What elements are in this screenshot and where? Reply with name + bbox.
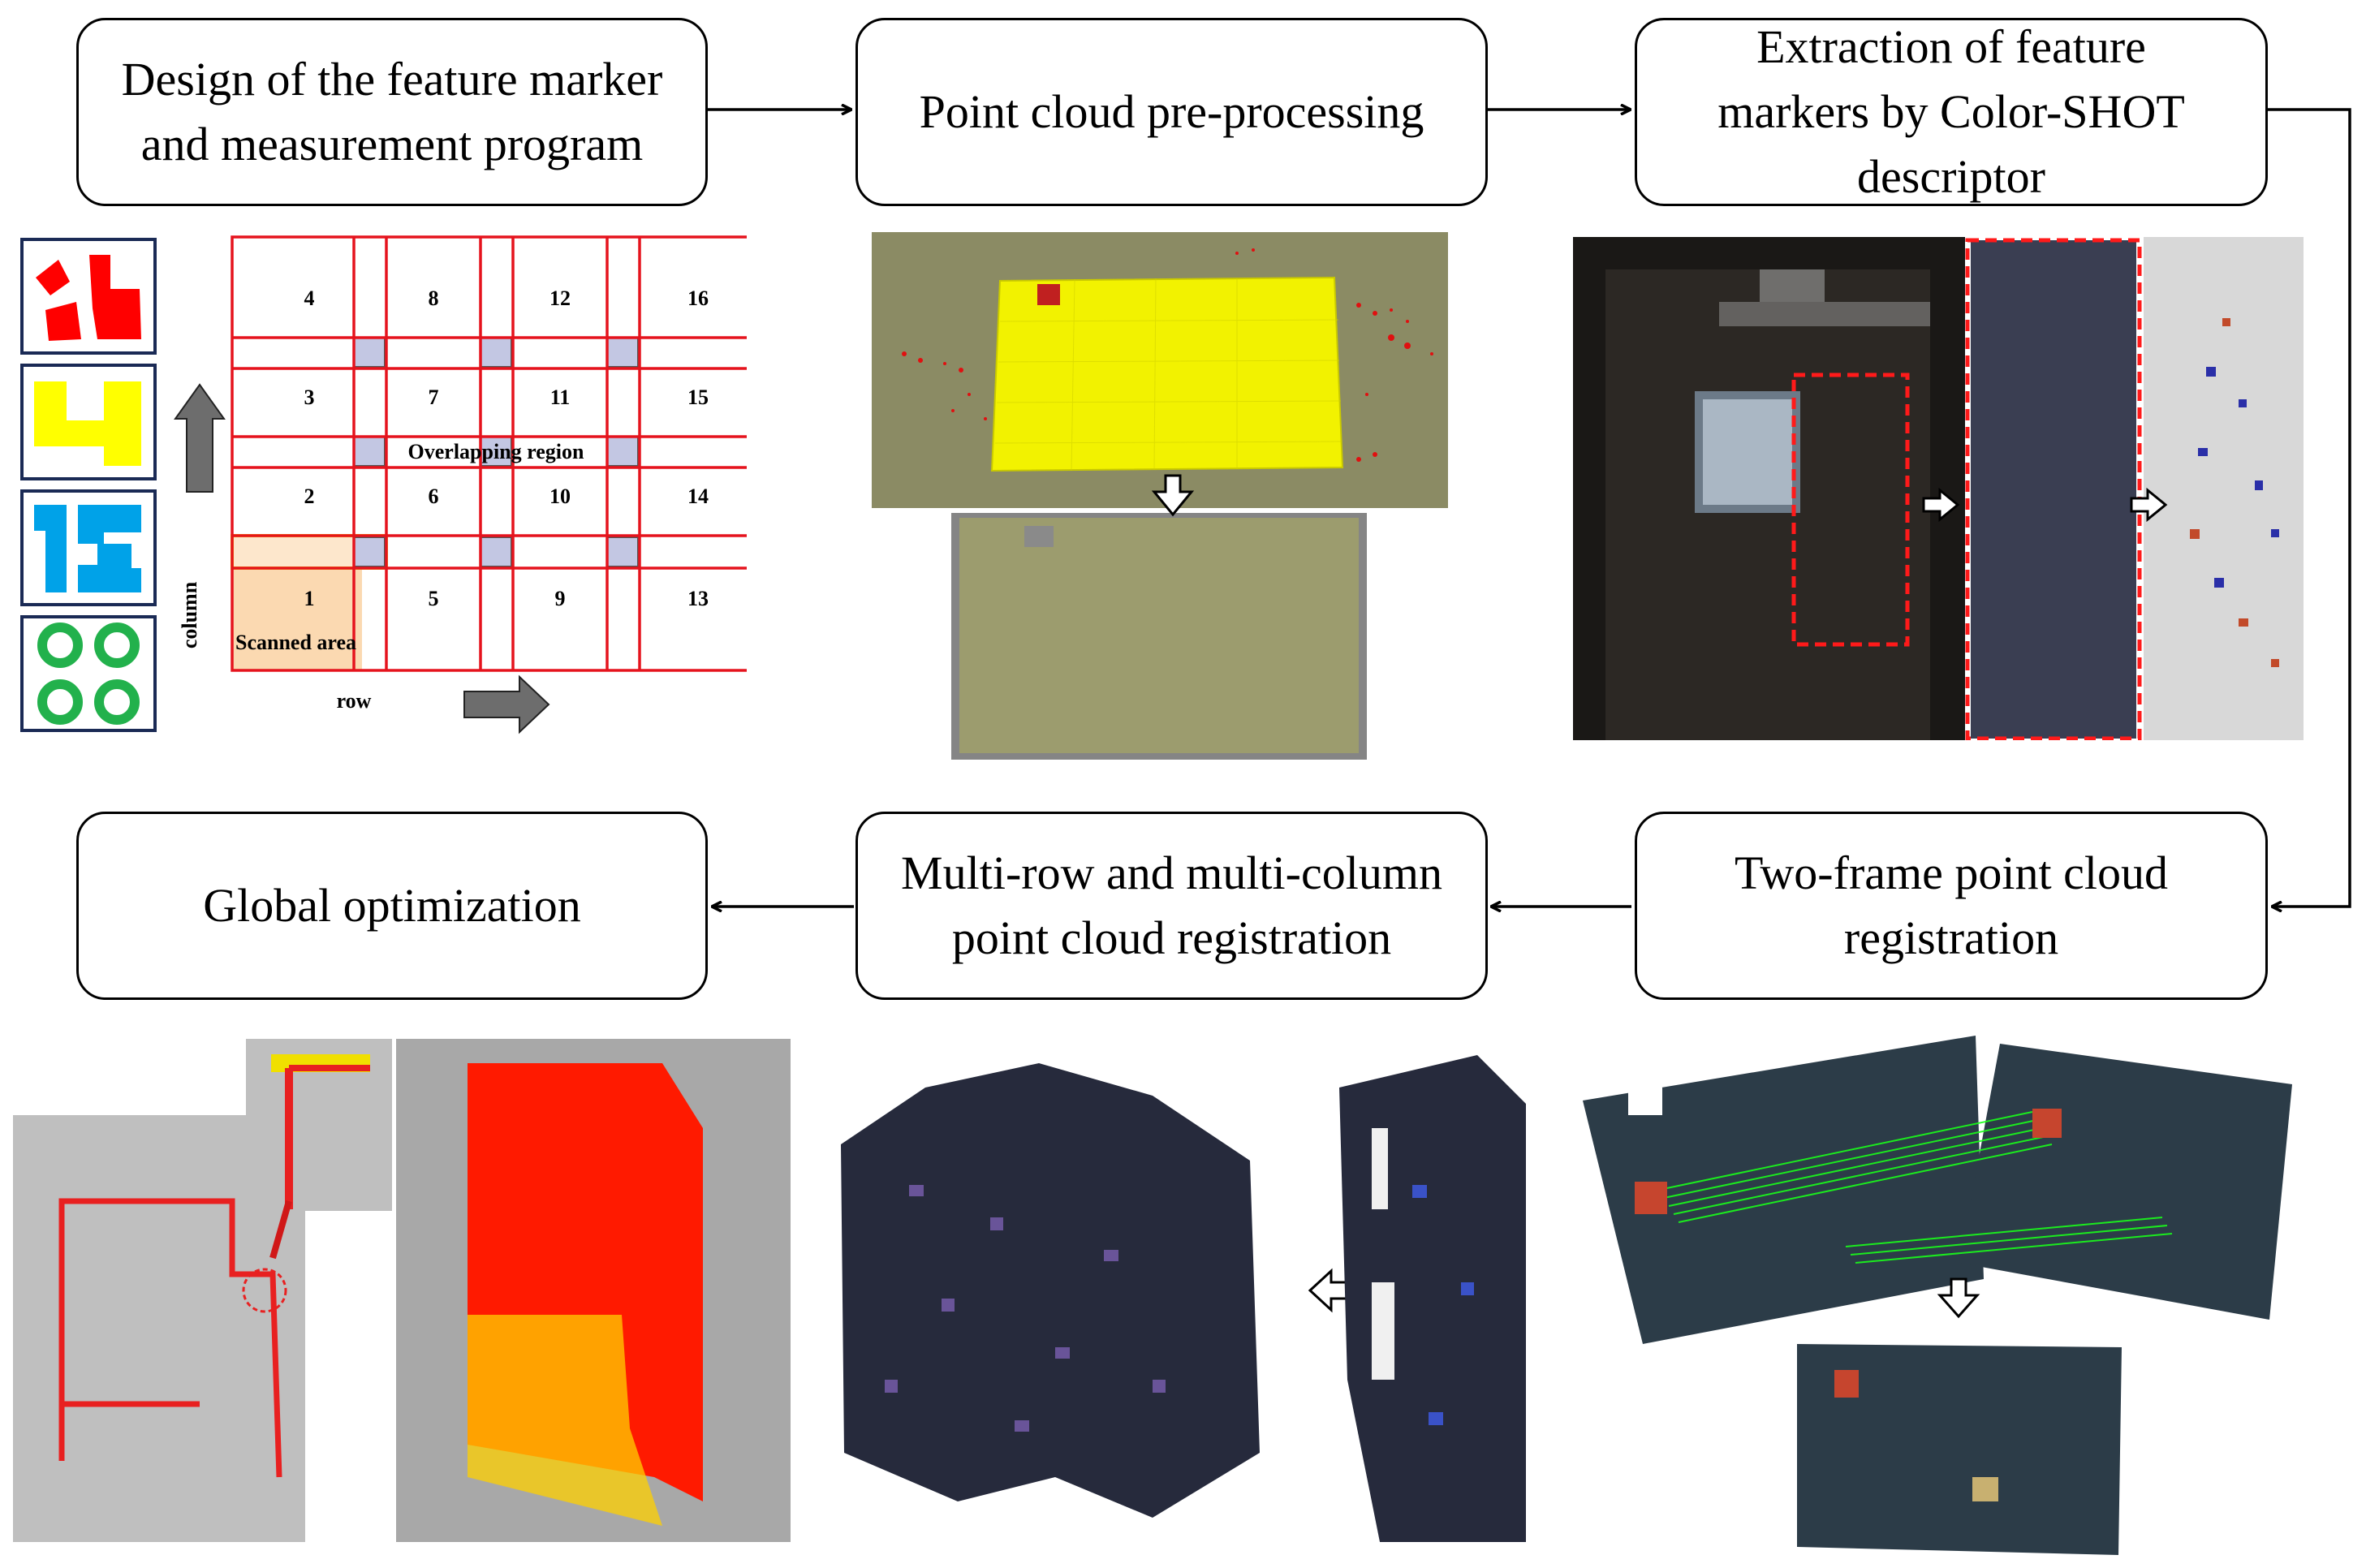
floorplan-path	[58, 1198, 282, 1478]
marker-red-icon	[20, 238, 157, 355]
frame-merged	[1797, 1344, 2122, 1555]
grid-cell-numbers: 4 8 12 16 3 7 11 15 2 6 10 14 1 5 9 13	[304, 286, 709, 610]
cell-1: 1	[304, 587, 315, 610]
cell-13: 13	[687, 587, 709, 610]
multi-images	[841, 1055, 1526, 1542]
marker-yellow-icon	[20, 364, 157, 480]
cell-5: 5	[429, 587, 439, 610]
cell-15: 15	[687, 386, 709, 409]
step-extraction-label: Extraction of feature markers by Color-S…	[1717, 19, 2185, 204]
cell-11: 11	[550, 386, 571, 409]
two-frame-images	[1583, 1036, 2292, 1555]
scan-grid: column row 4 8 12 16 3 7 11 15 2 6	[174, 235, 747, 734]
cell-7: 7	[429, 386, 439, 409]
extraction-arrow-1-icon	[1922, 487, 1960, 523]
step-global-box: Global optimization	[76, 812, 708, 1000]
single-frame-cloud	[1339, 1055, 1526, 1542]
cell-2: 2	[304, 485, 315, 508]
step-two-frame-label: Two-frame point cloud registration	[1735, 846, 2168, 964]
cell-16: 16	[687, 286, 709, 310]
extraction-images	[1573, 237, 2304, 740]
step-design-label: Design of the feature marker and measure…	[121, 52, 663, 170]
extraction-roi	[1791, 373, 1910, 647]
step-design-box: Design of the feature marker and measure…	[76, 18, 708, 206]
step-two-frame-box: Two-frame point cloud registration	[1635, 812, 2268, 1000]
cell-3: 3	[304, 386, 315, 409]
row-arrow-icon	[463, 674, 550, 734]
cell-9: 9	[555, 587, 566, 610]
grid-lines	[231, 235, 747, 672]
cell-10: 10	[549, 485, 571, 508]
down-arrow-icon	[1151, 474, 1195, 517]
feature-markers	[20, 238, 157, 732]
extraction-segments-box	[1965, 238, 2142, 740]
step-multi-box: Multi-row and multi-column point cloud r…	[855, 812, 1488, 1000]
preprocess-images	[872, 232, 1448, 760]
marker-blue-icon	[20, 489, 157, 606]
overlap-region-label: Overlapping region	[408, 440, 584, 463]
down-arrow-2-icon	[1937, 1277, 1980, 1319]
arrow-extraction-to-two-frame	[2268, 108, 2351, 907]
step-multi-label: Multi-row and multi-column point cloud r…	[901, 846, 1442, 964]
cell-6: 6	[429, 485, 439, 508]
marker-green-icon	[20, 615, 157, 732]
step-preprocess-label: Point cloud pre-processing	[919, 84, 1424, 138]
global-images	[13, 1039, 791, 1542]
cell-8: 8	[429, 286, 439, 310]
frame-a	[1583, 1036, 1984, 1344]
merged-cloud-dark	[841, 1063, 1260, 1518]
extraction-arrow-2-icon	[2130, 487, 2168, 523]
column-arrow-icon	[174, 383, 226, 493]
frame-b	[1959, 1044, 2292, 1320]
cell-14: 14	[687, 485, 709, 508]
column-label: column	[178, 581, 201, 648]
scanned-area-label: Scanned area	[235, 631, 356, 654]
cell-12: 12	[549, 286, 571, 310]
row-label: row	[337, 689, 372, 713]
step-extraction-box: Extraction of feature markers by Color-S…	[1635, 18, 2268, 206]
step-preprocess-box: Point cloud pre-processing	[855, 18, 1488, 206]
raw-cloud-yellow	[990, 276, 1344, 472]
step-global-label: Global optimization	[203, 878, 581, 932]
cell-4: 4	[304, 286, 315, 310]
